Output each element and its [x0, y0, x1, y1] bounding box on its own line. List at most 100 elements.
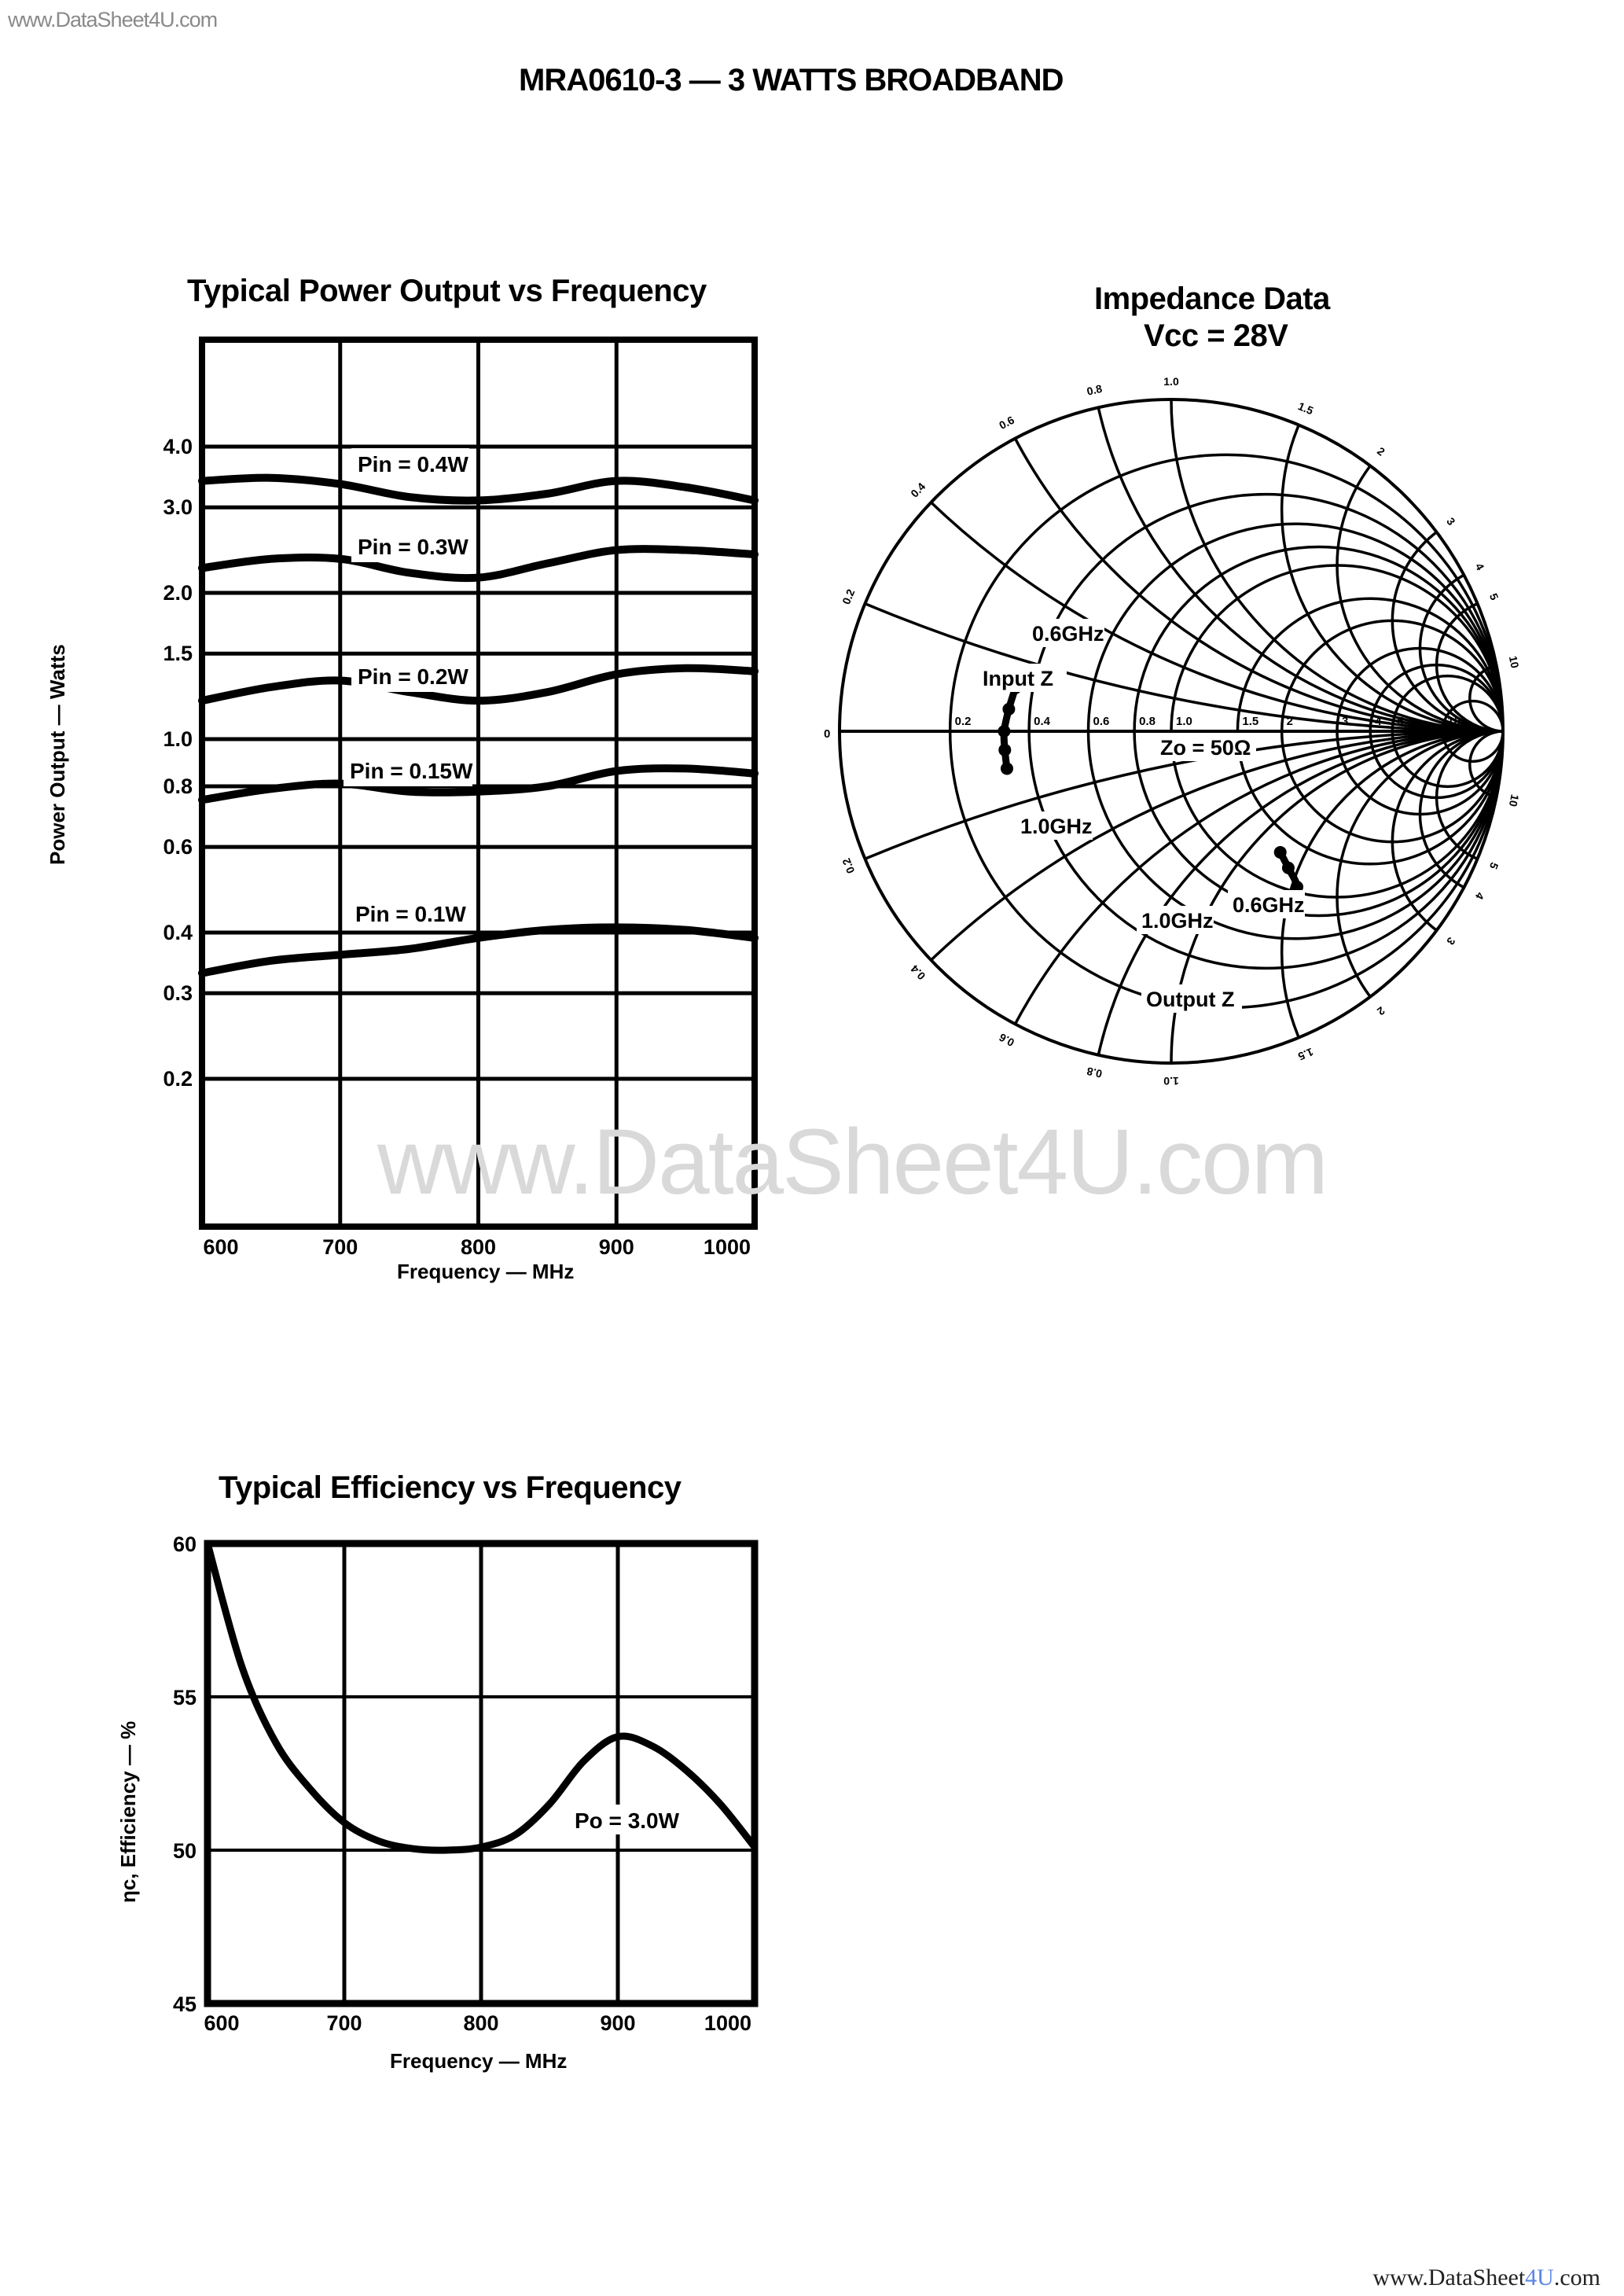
z0-label-bg	[1156, 733, 1256, 761]
smith-axis-label: 10	[1447, 715, 1460, 728]
smith-rim-label-top: 1.0	[1163, 375, 1179, 388]
efficiency-curve	[204, 1540, 759, 1854]
output-z-label-bg	[1141, 984, 1242, 1013]
smith-axis-label: 0.8	[1139, 715, 1156, 728]
page-title: MRA0610-3 — 3 WATTS BROADBAND	[519, 63, 1064, 98]
footer-watermark: www.DataSheet4U.com	[1372, 2265, 1600, 2291]
input-z-label-bg	[978, 664, 1067, 692]
smith-rim-label-top: 0.4	[908, 480, 928, 499]
smith-axis-label: 3	[1342, 715, 1348, 728]
power-curve	[198, 764, 759, 804]
reactance-arc	[1418, 730, 1503, 899]
eff-xtick: 1000	[704, 2011, 751, 2035]
output-end-label: 1.0GHz	[1141, 909, 1214, 933]
reactance-arc	[1170, 399, 1503, 733]
eff-xtick: 700	[326, 2011, 362, 2035]
reactance-arc	[840, 399, 1503, 733]
output-start-label: 0.6GHz	[1233, 893, 1305, 917]
power-ytick: 0.6	[163, 835, 193, 859]
smith-rim-label-top: 1.5	[1296, 399, 1315, 417]
impedance-point	[1002, 702, 1016, 716]
power-series-label: Pin = 0.1W	[355, 902, 466, 926]
power-ytick: 0.8	[163, 775, 193, 798]
smith-rim-label-bottom: 10	[1507, 793, 1522, 808]
center-watermark: www.DataSheet4U.com	[377, 1110, 1328, 1214]
power-chart-title: Typical Power Output vs Frequency	[187, 274, 707, 308]
smith-rim-label-bottom: 1.5	[1296, 1046, 1315, 1063]
z0-label: Zo = 50Ω	[1160, 736, 1251, 760]
power-ytick: 1.0	[163, 727, 193, 751]
input-z-label: Input Z	[983, 667, 1053, 690]
power-ytick: 0.3	[163, 981, 193, 1005]
reactance-arc	[1336, 730, 1503, 1063]
eff-xtick: 800	[463, 2011, 498, 2035]
power-series-label: Pin = 0.15W	[350, 759, 473, 783]
power-xtick: 700	[322, 1235, 358, 1259]
impedance-point	[1281, 861, 1295, 874]
input-end-label-bg	[1016, 811, 1093, 840]
output-z-label: Output Z	[1146, 988, 1234, 1011]
power-ytick: 3.0	[163, 495, 193, 519]
input-start-label-bg	[1027, 619, 1104, 647]
efficiency-chart-ylabel: ηc, Efficiency — %	[116, 1720, 140, 1903]
power-label-bg	[351, 660, 469, 692]
input-end-label: 1.0GHz	[1020, 815, 1093, 838]
smith-rim-label-top: 0.8	[1086, 382, 1104, 398]
smith-chart-title: Impedance Data	[1094, 281, 1330, 316]
footer-text-accent: 4U	[1525, 2265, 1554, 2290]
power-series-label: Pin = 0.4W	[358, 452, 468, 476]
efficiency-series-label: Po = 3.0W	[575, 1808, 680, 1833]
smith-rim-label-bottom: 0.8	[1086, 1065, 1104, 1080]
smith-rim-label-top: 5	[1487, 591, 1501, 602]
power-label-bg	[351, 531, 469, 562]
smith-axis-label: 1.5	[1242, 715, 1258, 728]
smith-outer-circle	[838, 398, 1505, 1065]
efficiency-chart-title: Typical Efficiency vs Frequency	[219, 1470, 682, 1505]
power-label-bg	[351, 448, 469, 480]
smith-rim-label-bottom: 3	[1444, 935, 1458, 947]
reactance-arc	[840, 399, 1503, 733]
impedance-point	[998, 725, 1011, 738]
power-frame	[199, 337, 758, 1230]
smith-axis-label: 4	[1375, 715, 1382, 728]
impedance-point	[1273, 845, 1287, 859]
power-chart-xlabel: Frequency — MHz	[397, 1260, 575, 1283]
power-curve	[198, 473, 759, 505]
smith-rim-label-bottom: 5	[1487, 860, 1501, 871]
smith-chart-subtitle: Vcc = 28V	[1144, 318, 1288, 353]
power-xtick: 600	[203, 1235, 238, 1259]
reactance-arc	[1418, 564, 1503, 733]
smith-axis-label: 5	[1397, 715, 1403, 728]
smith-rim-label-top: 0.6	[997, 414, 1016, 432]
efficiency-chart-xlabel: Frequency — MHz	[390, 2049, 568, 2073]
eff-label-bg	[570, 1805, 688, 1834]
eff-ytick: 55	[173, 1686, 197, 1709]
smith-rim-label-top: 10	[1507, 655, 1522, 670]
smith-axis-label: 1.0	[1176, 715, 1192, 728]
smith-rim-label-bottom: 0.2	[840, 856, 857, 875]
reactance-arc	[1336, 399, 1503, 733]
power-ytick: 0.4	[163, 921, 193, 944]
power-label-bg	[349, 898, 467, 929]
output-end-label-bg	[1137, 906, 1214, 934]
smith-rim-label-bottom: 4	[1473, 890, 1487, 902]
power-label-bg	[344, 755, 472, 786]
eff-ytick: 45	[173, 1992, 197, 2016]
power-ytick: 1.5	[163, 642, 193, 665]
power-xtick: 1000	[704, 1235, 751, 1259]
footer-text-suffix: .com	[1553, 2265, 1600, 2290]
reactance-arc	[840, 730, 1503, 1063]
smith-axis-label: 2	[1287, 715, 1293, 728]
smith-rim-label-bottom: 2	[1375, 1004, 1387, 1018]
footer-text-prefix: www.DataSheet	[1372, 2265, 1526, 2290]
power-ytick: 4.0	[163, 435, 193, 458]
smith-rim-label-bottom: 0.4	[908, 962, 928, 982]
smith-rim-label-bottom: 1.0	[1163, 1075, 1179, 1087]
smith-axis-label: 0.6	[1093, 715, 1110, 728]
eff-ytick: 60	[173, 1533, 197, 1556]
power-xtick: 900	[599, 1235, 634, 1259]
power-curve	[198, 664, 759, 705]
